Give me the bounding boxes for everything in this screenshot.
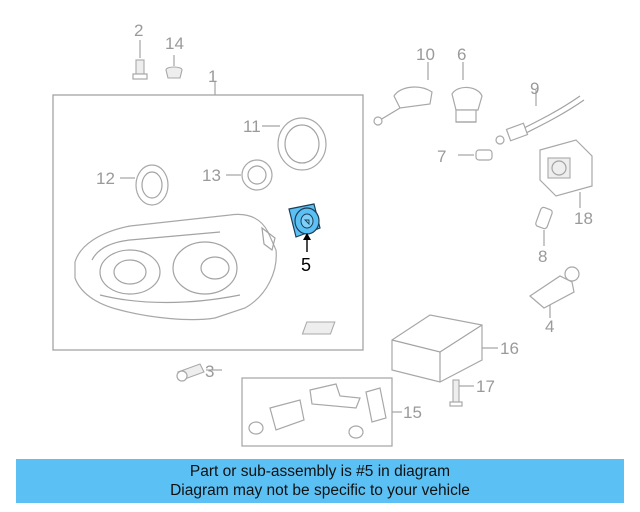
- part-15-bracket-kit: [241, 377, 402, 447]
- callout-11: 11: [243, 117, 261, 136]
- callout-1: 1: [208, 67, 217, 86]
- part-9-wiring: [495, 90, 585, 145]
- callout-15: 15: [403, 403, 422, 422]
- callout-8: 8: [538, 247, 547, 266]
- part-11-ring: [262, 117, 327, 171]
- part-5-cap-highlighted[interactable]: [288, 203, 321, 252]
- part-17-bolt: [449, 379, 474, 407]
- part-16-control-unit: [301, 314, 498, 383]
- callout-13: 13: [202, 166, 221, 185]
- callout-2: 2: [134, 21, 143, 40]
- callout-9: 9: [530, 79, 539, 98]
- callout-3: 3: [205, 362, 214, 381]
- callout-6: 6: [457, 45, 466, 64]
- callout-14: 14: [165, 34, 184, 53]
- part-8-small-bulb: [535, 206, 553, 246]
- part-18-module: [539, 139, 593, 208]
- callout-17: 17: [476, 377, 495, 396]
- callout-10: 10: [416, 45, 435, 64]
- headlamp-housing: [74, 213, 277, 321]
- part-3-screw: [176, 363, 222, 382]
- part-7-small-bulb: [458, 149, 493, 161]
- part-2-screw: [132, 40, 148, 80]
- callout-5: 5: [301, 255, 311, 275]
- part-12-ring: [120, 164, 169, 206]
- headlamp-assembly-frame: [52, 82, 364, 351]
- part-6-bulb: [451, 62, 483, 123]
- banner-line-1: Part or sub-assembly is #5 in diagram: [189, 463, 451, 480]
- part-10-bulb: [373, 62, 433, 126]
- info-banner: Part or sub-assembly is #5 in diagram Di…: [16, 459, 624, 503]
- part-13-ring: [226, 159, 273, 191]
- callout-16: 16: [500, 339, 519, 358]
- callout-12: 12: [96, 169, 115, 188]
- callout-18: 18: [574, 209, 593, 228]
- part-14-clip: [165, 55, 183, 79]
- banner-line-2: Diagram may not be specific to your vehi…: [170, 482, 470, 499]
- callout-7: 7: [437, 147, 446, 166]
- callout-4: 4: [545, 317, 554, 336]
- part-4-bulb: [529, 266, 580, 318]
